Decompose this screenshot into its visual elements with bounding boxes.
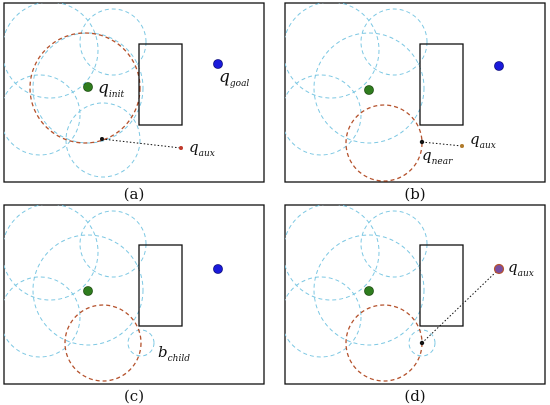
q-aux-label: qaux — [470, 130, 496, 151]
panel-d-bubbles — [285, 205, 436, 358]
aux-node — [493, 263, 505, 275]
bubble — [4, 74, 81, 156]
init-node — [83, 286, 93, 296]
obstacle — [419, 43, 464, 126]
goal-node — [494, 61, 504, 71]
panel-a-bubbles — [4, 3, 147, 178]
q-goal-label: qgoal — [219, 67, 249, 89]
bubble — [4, 205, 99, 301]
q-init-label: qinit — [98, 78, 124, 100]
connection-line — [101, 138, 182, 149]
goal-node — [213, 264, 223, 274]
child-bubble — [408, 329, 436, 357]
panel-c-bubbles — [4, 205, 155, 358]
bubble — [285, 3, 380, 99]
obstacle — [138, 244, 183, 327]
active-bubble — [64, 304, 142, 382]
panel-b-caption: (b) — [404, 185, 425, 203]
panel-b-bubbles — [285, 3, 428, 156]
aux-node — [179, 146, 183, 150]
q-aux-label: qaux — [508, 258, 534, 279]
init-node — [364, 286, 374, 296]
bubble — [79, 210, 147, 278]
bubble — [4, 276, 81, 358]
boundary-point — [100, 137, 104, 141]
panel-c-caption: (c) — [124, 387, 144, 405]
obstacle — [138, 43, 183, 126]
bubble — [32, 234, 144, 346]
panel-d-frame — [284, 204, 546, 385]
near-node — [419, 139, 425, 145]
bubble — [313, 32, 425, 144]
init-node — [83, 82, 93, 92]
goal-node — [213, 59, 223, 69]
child-bubble — [127, 329, 155, 357]
bubble — [79, 8, 147, 76]
bubble — [285, 205, 380, 301]
panel-d: qaux (d) — [284, 204, 546, 405]
panel-a-frame — [3, 2, 265, 183]
panel-b-frame — [284, 2, 546, 183]
bubble — [285, 276, 362, 358]
q-near-label: qnear — [422, 146, 453, 167]
aux-node — [460, 144, 464, 148]
bubble — [360, 8, 428, 76]
panel-a-caption: (a) — [124, 185, 145, 203]
panel-c: bchild (c) — [3, 204, 265, 405]
panel-b: qnear qaux (b) — [284, 2, 546, 203]
bubble — [4, 3, 99, 99]
panel-a: qinit qgoal qaux (a) — [3, 2, 265, 203]
connection-line — [421, 268, 500, 344]
child-node — [419, 340, 425, 346]
panel-c-frame — [3, 204, 265, 385]
init-node — [364, 85, 374, 95]
active-bubble — [29, 32, 141, 144]
obstacle — [419, 244, 464, 327]
q-aux-label: qaux — [189, 138, 215, 159]
bubble — [65, 102, 141, 178]
bubble — [32, 32, 144, 144]
bubble — [360, 210, 428, 278]
bubble — [313, 234, 425, 346]
panel-d-caption: (d) — [404, 387, 425, 405]
b-child-label: bchild — [158, 343, 190, 364]
bubble — [285, 74, 362, 156]
